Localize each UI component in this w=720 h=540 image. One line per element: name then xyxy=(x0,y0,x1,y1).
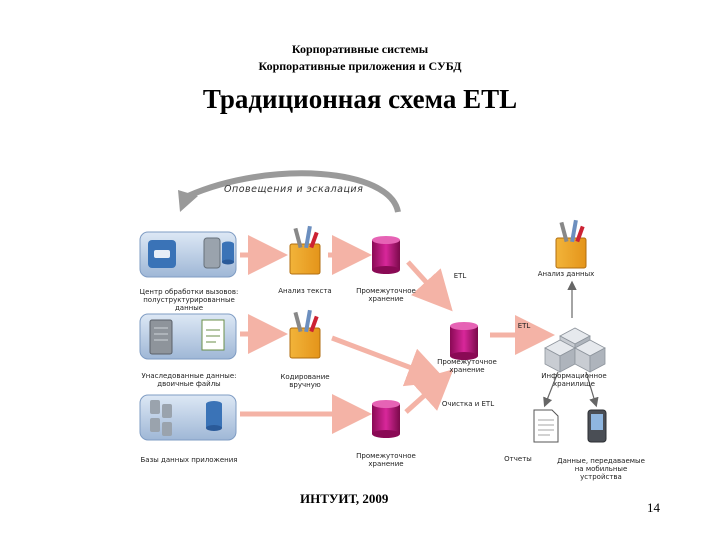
escalation-arrow xyxy=(186,170,401,213)
mobile-device-icon xyxy=(587,409,607,443)
arrow-warehouse-to-mobile xyxy=(585,371,599,408)
staging-1-label: Промежуточное хранение xyxy=(356,287,416,303)
staging-db-3 xyxy=(372,400,400,438)
reports-label: Отчеты xyxy=(504,455,532,463)
arrow-coding-to-staging2 xyxy=(331,335,448,387)
page-number: 14 xyxy=(647,500,660,515)
header-line-1: Корпоративные системы xyxy=(291,42,429,56)
mobile-label: Данные, передаваемые на мобильные устрой… xyxy=(557,457,645,481)
source-box-app-databases xyxy=(139,394,237,441)
source-app-db-label: Базы данных приложения xyxy=(140,456,238,464)
page-title: Традиционная схема ETL xyxy=(202,84,518,114)
source-call-center-label: Центр обработки вызовов: полуструктуриро… xyxy=(139,288,239,312)
data-analysis-label: Анализ данных xyxy=(537,270,595,278)
warehouse-cubes xyxy=(544,327,606,373)
arrow-staging-to-etl xyxy=(406,260,453,312)
report-document-icon xyxy=(533,409,559,443)
staging-db-2 xyxy=(450,322,478,360)
etl-label-1: ETL xyxy=(453,272,467,280)
staging-3-label: Промежуточное хранение xyxy=(356,452,416,468)
source-legacy-label: Унаследованные данные: двоичные файлы xyxy=(141,372,237,388)
warehouse-label: Информационное хранилище xyxy=(541,372,607,388)
etl-label-2: ETL xyxy=(517,322,531,330)
source-box-call-center xyxy=(139,231,237,278)
source-box-legacy xyxy=(139,313,237,360)
data-analysis-bag xyxy=(555,219,587,269)
staging-2-label: Промежуточное хранение xyxy=(437,358,497,374)
arrow-staging3-to-cleansing xyxy=(404,369,454,414)
text-analysis-label: Анализ текста xyxy=(278,287,332,295)
escalation-arrowhead xyxy=(178,190,198,212)
manual-coding-label: Кодирование вручную xyxy=(280,373,330,389)
staging-db-1 xyxy=(372,236,400,274)
cleansing-etl-label: Очистка и ETL xyxy=(441,400,495,408)
text-analysis-bag xyxy=(289,225,321,275)
header-line-2: Корпоративные приложения и СУБД xyxy=(258,59,462,73)
escalation-label: Оповещения и эскалация xyxy=(224,184,364,195)
footer-org: ИНТУИТ, 2009 xyxy=(300,491,389,506)
manual-coding-bag xyxy=(289,309,321,359)
arrow-warehouse-to-reports xyxy=(543,371,559,408)
